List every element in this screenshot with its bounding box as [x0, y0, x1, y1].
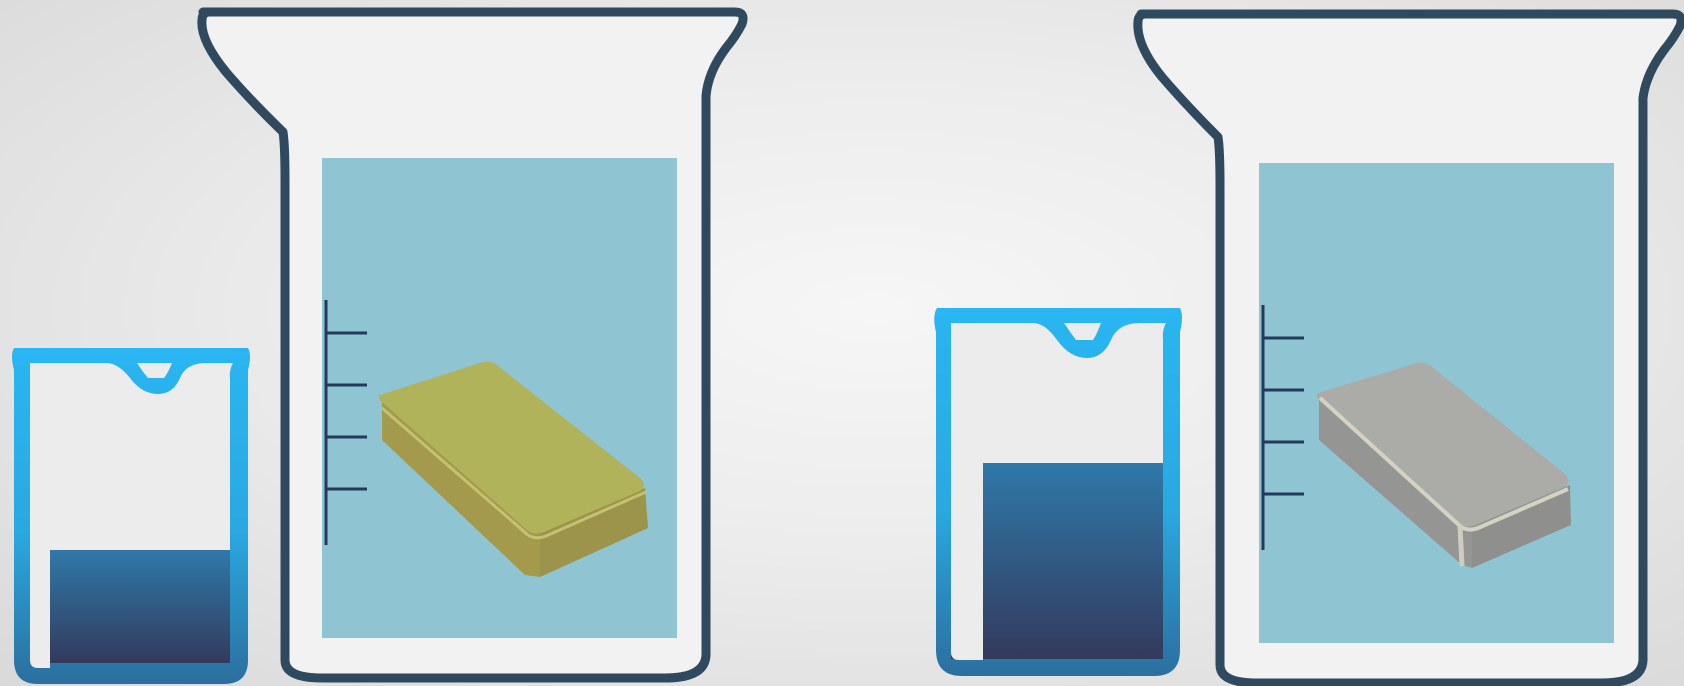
overflow-liquid-left	[30, 550, 230, 663]
small-beaker-left	[12, 348, 250, 684]
small-beaker-inner-left	[30, 363, 233, 550]
tall-beaker-left	[202, 12, 743, 678]
tall-beaker-right	[1138, 14, 1681, 683]
small-beaker-base-left	[30, 550, 50, 668]
small-beaker-right	[934, 308, 1182, 676]
small-beaker-base-right	[951, 463, 983, 660]
setup-right	[934, 14, 1681, 683]
small-beaker-inner-right	[951, 323, 1166, 463]
setup-left	[12, 12, 743, 684]
silver-block-corner-highlight	[1460, 526, 1462, 566]
